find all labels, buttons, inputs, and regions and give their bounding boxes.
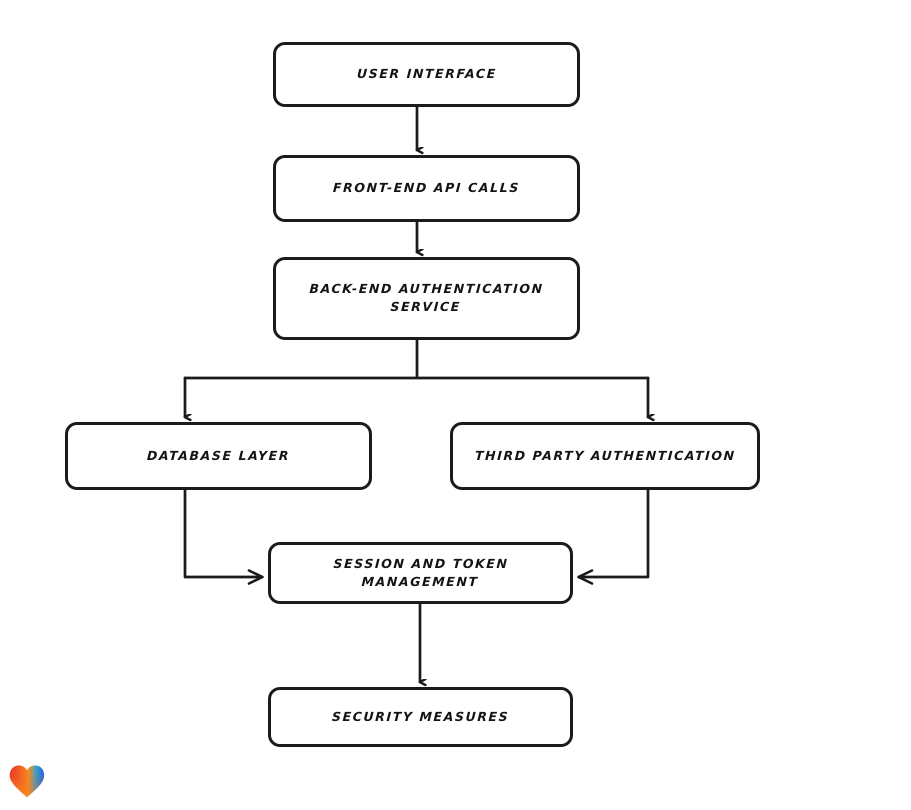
node-label-database-layer: Database Layer — [146, 447, 291, 463]
node-front-end-api-calls[interactable]: Front-End API Calls — [273, 155, 580, 222]
node-third-party-authentication[interactable]: Third Party Authentication — [450, 422, 760, 490]
node-security-measures[interactable]: Security Measures — [268, 687, 573, 747]
connector-backend-split — [183, 338, 650, 380]
node-label-user-interface: User Interface — [356, 66, 497, 82]
node-label-third-party-authentication: Third Party Authentication — [474, 447, 736, 463]
node-database-layer[interactable]: Database Layer — [65, 422, 372, 490]
node-label-security-measures: Security Measures — [331, 708, 510, 724]
node-label-back-end-authentication-service: Back-End Authentication Service — [309, 281, 545, 315]
node-label-front-end-api-calls: Front-End API Calls — [332, 180, 521, 196]
connector-thirdparty-arrowhead — [577, 569, 594, 585]
heart-icon — [9, 765, 45, 798]
connector-thirdparty-to-session — [577, 488, 650, 579]
node-session-and-token-management[interactable]: Session and Token Management — [268, 542, 573, 604]
connector-database-to-session — [183, 488, 264, 579]
node-label-session-and-token-management: Session and Token Management — [333, 555, 509, 589]
node-user-interface[interactable]: User Interface — [273, 42, 580, 107]
node-back-end-authentication-service[interactable]: Back-End Authentication Service — [273, 257, 580, 340]
connector-database-arrowhead — [247, 569, 264, 585]
